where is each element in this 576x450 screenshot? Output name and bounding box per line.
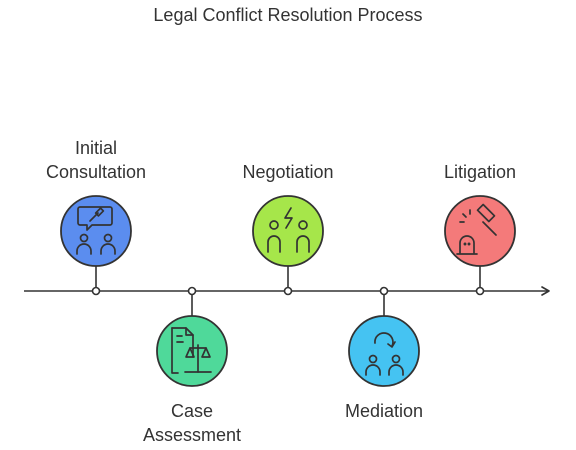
step-case-assessment [156,315,228,387]
timeline-node [91,286,101,296]
step-negotiation [252,195,324,267]
timeline-node [379,286,389,296]
label-line: Case [170,401,214,421]
consultation-icon [76,206,116,255]
people-lightning-icon [267,207,310,253]
step-circle [252,195,324,267]
label-line: Negotiation [242,162,334,182]
document-scales-icon [171,327,212,374]
label-line: Mediation [344,401,424,421]
gavel-icon [456,203,497,255]
label-case-assessment: Case Assessment [112,399,272,447]
label-line: Litigation [443,162,517,182]
timeline-node [283,286,293,296]
label-line: Consultation [45,162,147,182]
label-mediation: Mediation [304,399,464,423]
label-line: Assessment [142,425,242,445]
step-litigation [444,195,516,267]
label-negotiation: Negotiation [208,160,368,184]
label-initial-consultation: Initial Consultation [16,136,176,184]
step-mediation [348,315,420,387]
step-circle [348,315,420,387]
label-litigation: Litigation [400,160,560,184]
diagram-title: Legal Conflict Resolution Process [153,5,423,25]
timeline-node [475,286,485,296]
mediator-people-icon [365,332,404,376]
timeline-node [187,286,197,296]
label-line: Initial [74,138,118,158]
step-initial-consultation [60,195,132,267]
